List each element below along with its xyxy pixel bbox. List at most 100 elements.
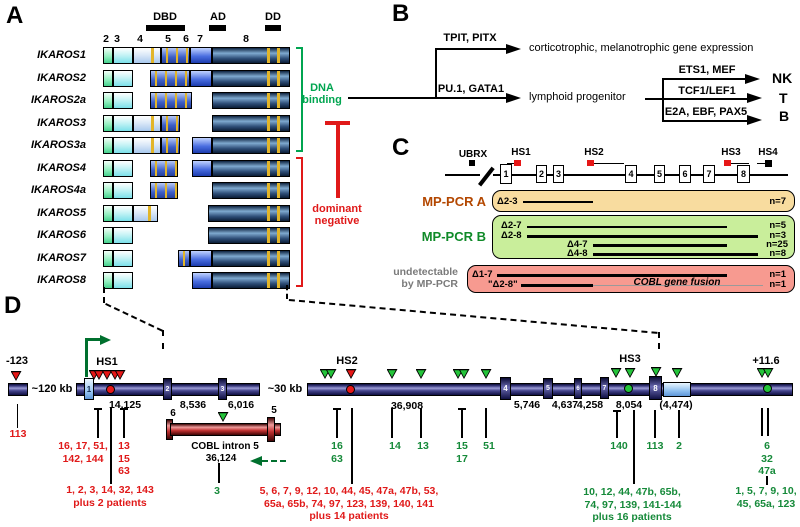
exon-number-4: 4	[137, 33, 143, 45]
isoform-segment-d	[212, 137, 290, 154]
isoform-segment-m	[161, 114, 180, 132]
tcf1-lef1-label: TCF1/LEF1	[678, 85, 736, 97]
hs4-marker	[765, 159, 772, 167]
isoform-label-IKAROS7: IKAROS7	[37, 251, 86, 264]
gap-label: ~120 kb	[31, 383, 73, 395]
isoform-segment-g	[103, 137, 113, 154]
cobl-bar	[170, 423, 271, 436]
leader-line	[633, 410, 635, 484]
dashed-connector-left	[105, 303, 163, 332]
isoform-label-IKAROS6: IKAROS6	[37, 229, 86, 241]
patient-id-red: 65a, 65b, 74, 97, 123, 139, 140, 141	[264, 497, 434, 510]
hs2-line	[593, 162, 624, 164]
progenitor-link-line	[645, 97, 663, 100]
exon-number-6: 6	[183, 33, 189, 45]
utr-region	[663, 381, 691, 397]
isoform-segment-c	[113, 114, 133, 132]
breakpoint-marker-red	[88, 370, 100, 380]
exon-box-5: 5	[543, 378, 553, 399]
domain-bar-dbd	[146, 25, 185, 31]
count-label: n=1	[769, 278, 786, 290]
isoform-segment-d	[212, 272, 290, 289]
deletion-span	[527, 225, 727, 228]
leader-line	[123, 408, 125, 438]
leader-line	[97, 408, 99, 438]
isoform-segment-g	[103, 114, 113, 132]
patient-id-red: 1, 2, 3, 14, 32, 143	[66, 484, 154, 496]
ubrx-label: UBRX	[458, 149, 488, 160]
isoform-segment-g	[103, 249, 113, 267]
isoform-segment-g	[103, 182, 113, 199]
breakpoint-marker-green-fill	[626, 369, 634, 377]
breakpoint-marker-red-fill	[116, 371, 124, 379]
deletion-span	[521, 284, 593, 287]
patient-id-green: 17	[456, 452, 468, 465]
deletion-label: Δ2-7	[501, 220, 522, 231]
intron-size: 6,016	[227, 399, 255, 411]
t-label: T	[779, 89, 788, 106]
breakpoint-marker-red	[101, 370, 113, 380]
isoform-segment-m	[161, 47, 190, 64]
breakpoint-marker-green-fill	[764, 369, 772, 377]
patient-id-green: 113	[646, 440, 664, 452]
cobl-exon-label: 5	[271, 405, 277, 416]
dashed-connector-left	[162, 330, 164, 349]
intron-size: 4,637	[551, 399, 579, 411]
leader-line	[485, 408, 487, 438]
isoform-segment-d	[212, 159, 290, 177]
leader-line	[420, 408, 422, 438]
isoform-segment-m	[150, 92, 192, 109]
deletion-label: "Δ2-8"	[488, 278, 518, 290]
patient-id-red: plus 14 patients	[309, 510, 389, 522]
hs3-line	[730, 162, 749, 164]
leader-line	[351, 408, 353, 484]
intron-size: 8,054	[615, 399, 643, 411]
breakpoint-marker-green-fill	[454, 370, 462, 378]
line-break-patch	[480, 168, 493, 181]
deletion-label: Δ4-7	[567, 238, 588, 250]
isoform-segment-b	[192, 159, 212, 177]
breakpoint-marker-red-fill	[111, 371, 119, 379]
count-label: n=25	[766, 238, 788, 250]
patient-id-green: 10, 12, 44, 47b, 65b,	[583, 486, 681, 498]
isoform-segment-d	[208, 204, 290, 222]
isoform-segment-c	[113, 47, 133, 64]
breakpoint-marker-green-fill	[417, 370, 425, 378]
hs2-label: HS2	[336, 355, 358, 367]
deletion-span	[497, 274, 727, 277]
patient-id-red: 16, 17, 51,	[58, 440, 108, 452]
exon-box-2: 2	[163, 378, 172, 400]
patient-id-green: 51	[483, 440, 495, 452]
mp-pcr-b-label: MP-PCR B	[421, 229, 486, 244]
bottom-branch-line	[435, 97, 507, 99]
inhibition-bar-stem	[336, 121, 340, 198]
breakpoint-marker-green-fill	[321, 370, 329, 378]
domain-label-ad: AD	[210, 11, 226, 23]
position-label: +11.6	[752, 355, 780, 367]
breakpoint-marker-green	[325, 369, 337, 379]
hs1-site-dot	[105, 384, 115, 394]
exon-box-7: 7	[600, 377, 609, 399]
intron-size: 14,125	[108, 399, 142, 411]
cobl-direction-dashes	[262, 460, 286, 462]
intron-size: 8,536	[179, 399, 207, 411]
lymphoid-progenitor-text: lymphoid progenitor	[529, 91, 626, 103]
breakpoint-marker-green-fill	[388, 370, 396, 378]
bracket-dominant-negative	[296, 157, 303, 287]
exon-box-6: 6	[679, 165, 691, 183]
arrowhead	[747, 92, 762, 103]
exon-number-7: 7	[197, 33, 203, 45]
gap-label: ~30 kb	[267, 383, 303, 395]
isoform-segment-d	[212, 182, 290, 199]
lineage-junction-vertical	[662, 78, 664, 122]
patient-id-red: 5, 6, 7, 9, 12, 10, 44, 45, 47a, 47b, 53…	[259, 485, 439, 497]
breakpoint-marker-red	[345, 369, 357, 379]
hs1-label: HS1	[96, 356, 118, 368]
tss-arrow-top	[85, 338, 101, 341]
cobl-intron-size: 36,124	[205, 453, 237, 464]
hs3-site-dot	[623, 383, 633, 393]
dashed-connector-right	[286, 285, 288, 299]
panel-a-label: A	[6, 2, 24, 29]
